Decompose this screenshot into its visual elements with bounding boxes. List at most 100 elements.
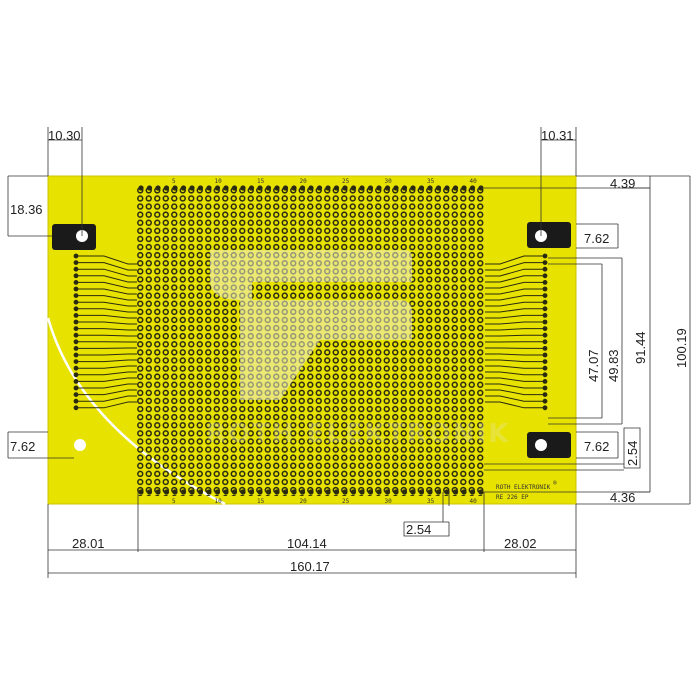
top-pin	[282, 185, 289, 191]
top-pin	[299, 185, 306, 191]
left-trace	[74, 328, 137, 331]
row-number-bottom: 35	[427, 498, 435, 505]
top-pin	[274, 185, 280, 191]
left-trace	[74, 281, 137, 289]
top-pin	[265, 185, 272, 191]
bottom-pin	[240, 489, 246, 495]
dim-top-hole-y: 18.36	[10, 202, 43, 217]
right-trace	[485, 395, 546, 402]
watermark: ROTH ELEKTRONIK	[206, 250, 508, 449]
bottom-pin	[180, 489, 187, 495]
bottom-pin	[367, 489, 374, 495]
left-trace-pad	[73, 365, 79, 371]
right-trace-pad	[542, 339, 548, 345]
right-trace-pad	[542, 332, 548, 338]
right-trace	[485, 365, 546, 369]
right-trace	[485, 268, 546, 277]
brand-label: ROTH ELEKTRONIK	[496, 484, 551, 491]
dim-field-height: 91.44	[633, 331, 648, 364]
bottom-pin	[316, 489, 323, 495]
bottom-pin	[138, 489, 144, 495]
bottom-pin	[214, 489, 221, 495]
bottom-pin	[189, 489, 195, 495]
left-trace-pad	[73, 266, 79, 272]
right-trace	[485, 275, 546, 283]
left-trace	[74, 321, 137, 325]
right-trace-pad	[542, 319, 548, 325]
top-pin	[461, 185, 467, 191]
dim-right-hole-top: 7.62	[584, 231, 609, 246]
top-pin	[155, 185, 161, 191]
dim-left-margin: 28.01	[72, 536, 105, 551]
bottom-pin	[427, 489, 433, 495]
dim-top-right-offset: 4.39	[610, 176, 635, 191]
right-trace-pad	[542, 286, 548, 292]
bottom-pin	[248, 489, 255, 495]
bottom-pin	[206, 489, 212, 495]
row-number-bottom: 25	[342, 498, 350, 505]
bottom-pin	[342, 489, 348, 495]
bottom-pin	[163, 489, 170, 495]
bottom-pin	[299, 489, 306, 495]
left-trace-pad	[73, 405, 79, 411]
top-pin	[393, 185, 399, 191]
bottom-pin	[478, 489, 484, 495]
row-number-bottom: 10	[215, 498, 223, 505]
dim-right-margin: 28.02	[504, 536, 537, 551]
left-trace-pad	[73, 273, 79, 279]
row-number-top: 10	[215, 178, 223, 185]
top-pin	[248, 185, 255, 191]
top-pin	[197, 185, 204, 191]
top-pin	[376, 185, 382, 191]
top-pin	[231, 185, 238, 191]
top-pin	[427, 185, 433, 191]
left-trace-pad	[73, 280, 79, 285]
left-trace	[74, 314, 137, 319]
right-trace-pad	[542, 253, 548, 259]
dim-right-pitch: 2.54	[625, 441, 640, 466]
dim-board-width: 160.17	[290, 559, 330, 574]
left-trace	[74, 401, 137, 409]
top-pin	[359, 185, 365, 191]
left-trace-group	[73, 253, 137, 411]
left-trace	[74, 295, 137, 301]
row-number-top: 15	[257, 178, 265, 185]
right-trace-pad	[542, 266, 548, 272]
row-number-top: 5	[172, 178, 176, 185]
left-trace-pad	[73, 352, 79, 358]
top-pin	[163, 185, 170, 191]
dim-top-right-hole-x: 10.31	[541, 128, 574, 143]
right-trace-pad	[542, 260, 548, 265]
bottom-pin	[435, 489, 442, 495]
right-trace	[485, 389, 546, 396]
bottom-pin	[274, 489, 280, 495]
top-pin	[206, 185, 212, 191]
left-trace	[74, 301, 137, 307]
bottom-pin	[291, 489, 297, 495]
bottom-pin	[308, 489, 314, 495]
left-trace	[74, 377, 137, 382]
bottom-pin	[325, 489, 331, 495]
row-number-top: 20	[300, 178, 308, 185]
top-pin	[138, 185, 144, 191]
row-number-bottom: 40	[470, 498, 478, 505]
bottom-pin	[197, 489, 204, 495]
top-pin	[257, 185, 263, 191]
top-pin	[325, 185, 331, 191]
bottom-pin	[444, 489, 450, 495]
bottom-pin	[384, 489, 391, 495]
right-trace	[485, 314, 546, 319]
right-trace-pad	[542, 379, 548, 384]
left-trace-pad	[73, 286, 79, 292]
right-trace	[485, 281, 546, 289]
right-trace	[485, 371, 546, 376]
right-trace-pad	[542, 365, 548, 371]
mount-top-right	[527, 222, 571, 248]
left-trace	[74, 255, 137, 265]
bottom-pin	[350, 489, 357, 495]
top-pin	[384, 185, 391, 191]
left-trace-pad	[73, 326, 79, 331]
right-trace-pad	[542, 346, 548, 351]
top-pin	[469, 185, 476, 191]
right-trace	[485, 255, 546, 265]
